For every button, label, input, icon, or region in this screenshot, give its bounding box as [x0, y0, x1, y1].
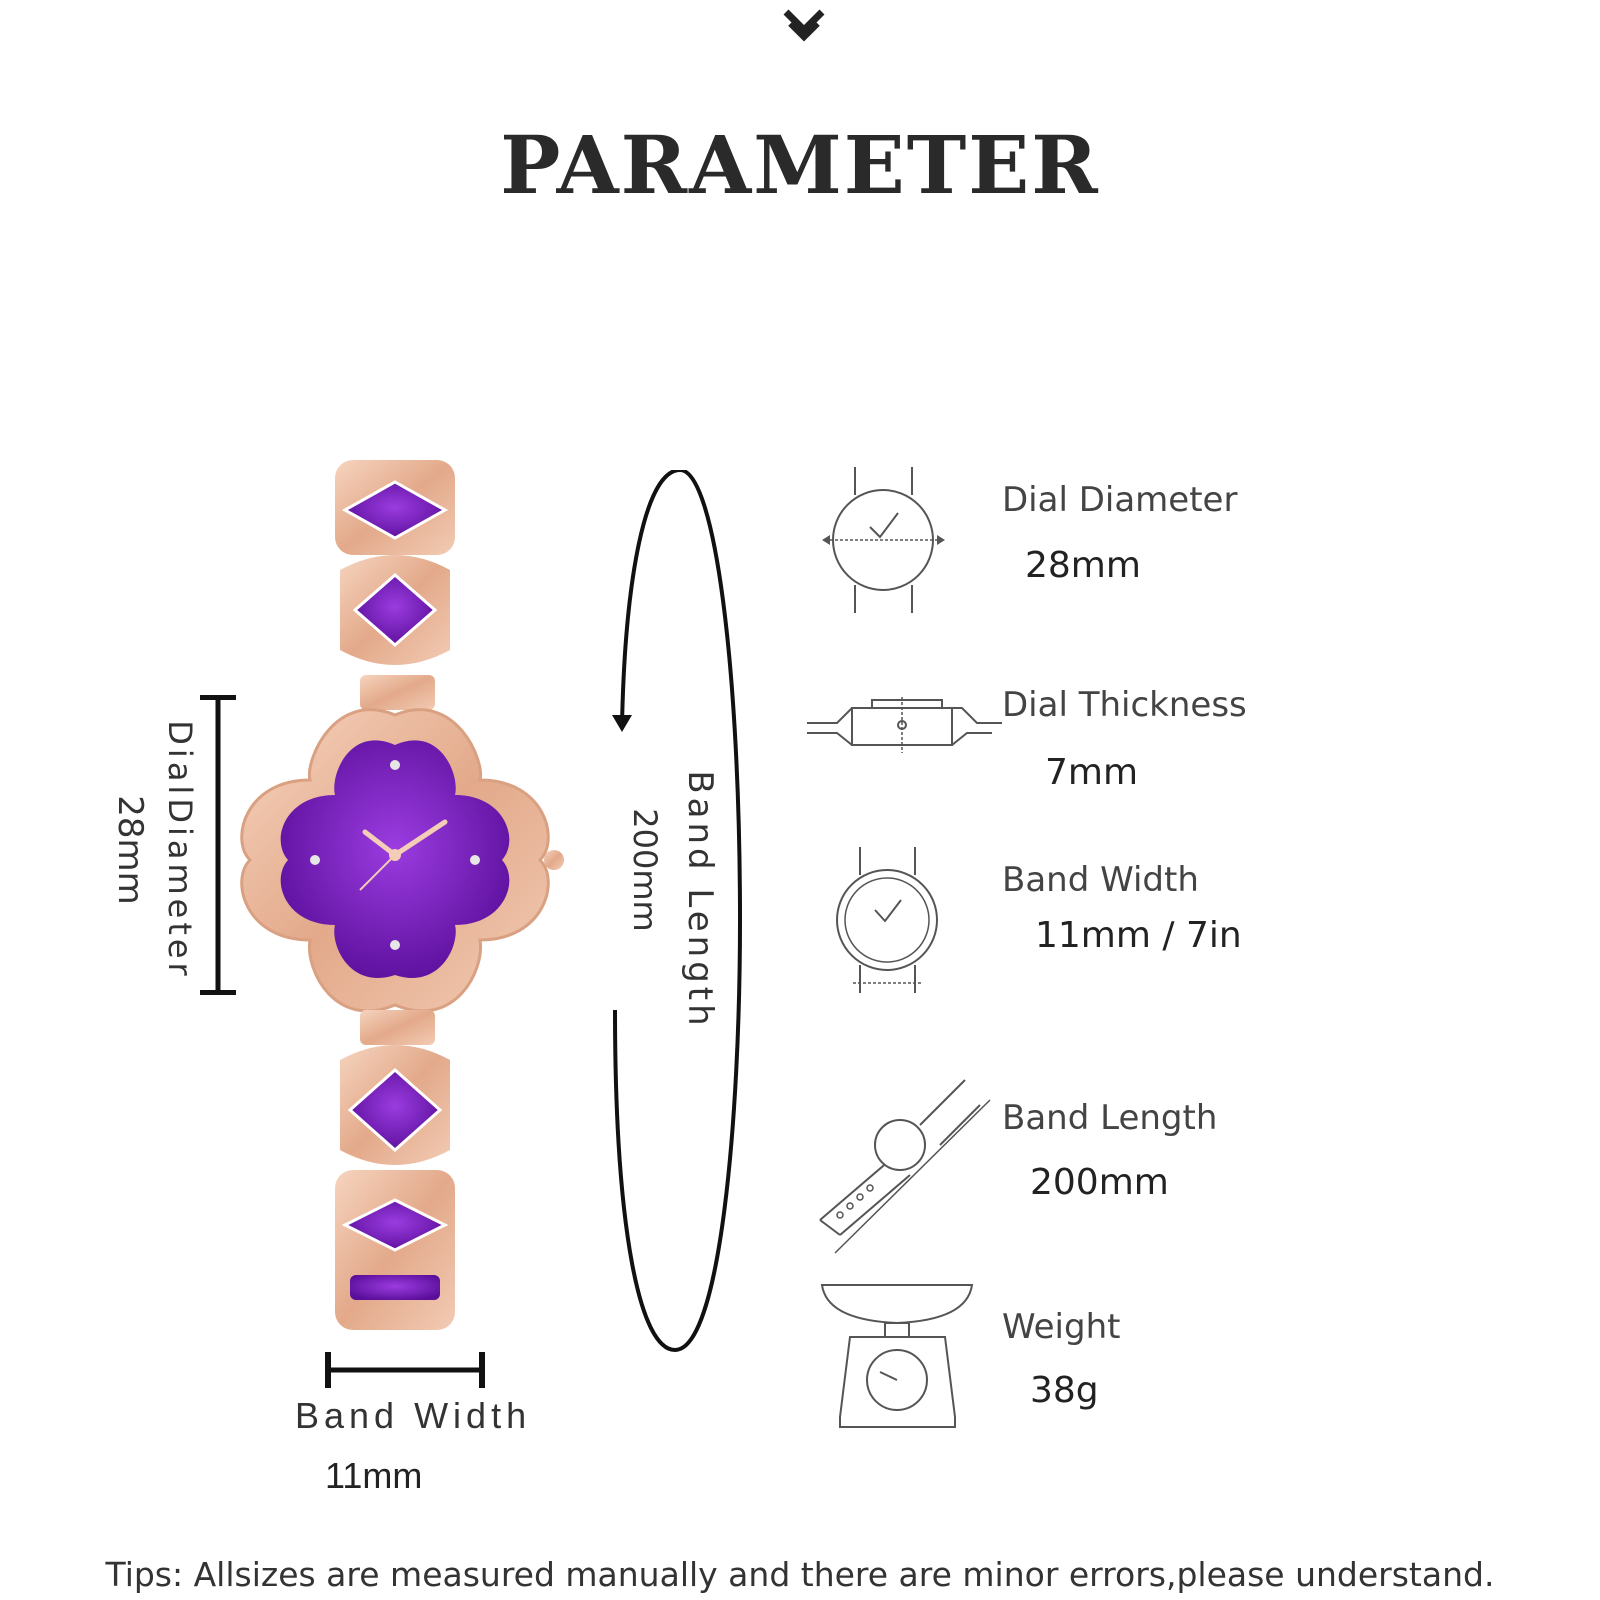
watch-product-image [240, 460, 564, 1330]
spec-label-band-width: Band Width [1002, 860, 1199, 900]
spec-value-weight: 38g [1030, 1370, 1099, 1411]
band-width-label: Band Width [295, 1395, 532, 1436]
watch-band-length-icon [819, 1079, 991, 1254]
dial-diameter-label: DialDiameter [161, 720, 199, 980]
chevron-down-icon [783, 9, 825, 42]
page-title: PARAMETER [500, 118, 1100, 212]
spec-value-band-length: 200mm [1030, 1162, 1169, 1203]
scale-weight-icon [820, 1284, 974, 1428]
band-length-label: Band Length [680, 770, 720, 1030]
spec-label-dial-thickness: Dial Thickness [1002, 685, 1247, 725]
spec-value-dial-thickness: 7mm [1045, 752, 1139, 793]
spec-value-band-width: 11mm / 7in [1035, 915, 1242, 956]
band-width-value: 11mm [325, 1455, 423, 1496]
watch-dial-diameter-icon [822, 467, 945, 613]
spec-value-dial-diameter: 28mm [1025, 545, 1141, 586]
spec-label-weight: Weight [1002, 1307, 1121, 1347]
band-length-value: 200mm [626, 808, 664, 932]
watch-dial-thickness-icon [807, 697, 1002, 753]
watch-band-width-icon [836, 847, 938, 993]
band-width-measure-bar [325, 1352, 485, 1388]
spec-label-dial-diameter: Dial Diameter [1002, 480, 1238, 520]
band-length-loop-arrow [612, 470, 743, 1353]
dial-diameter-value: 28mm [110, 795, 150, 905]
dial-diameter-measure-bar [200, 695, 236, 995]
tips-note: Tips: Allsizes are measured manually and… [105, 1555, 1495, 1594]
spec-label-band-length: Band Length [1002, 1098, 1218, 1138]
